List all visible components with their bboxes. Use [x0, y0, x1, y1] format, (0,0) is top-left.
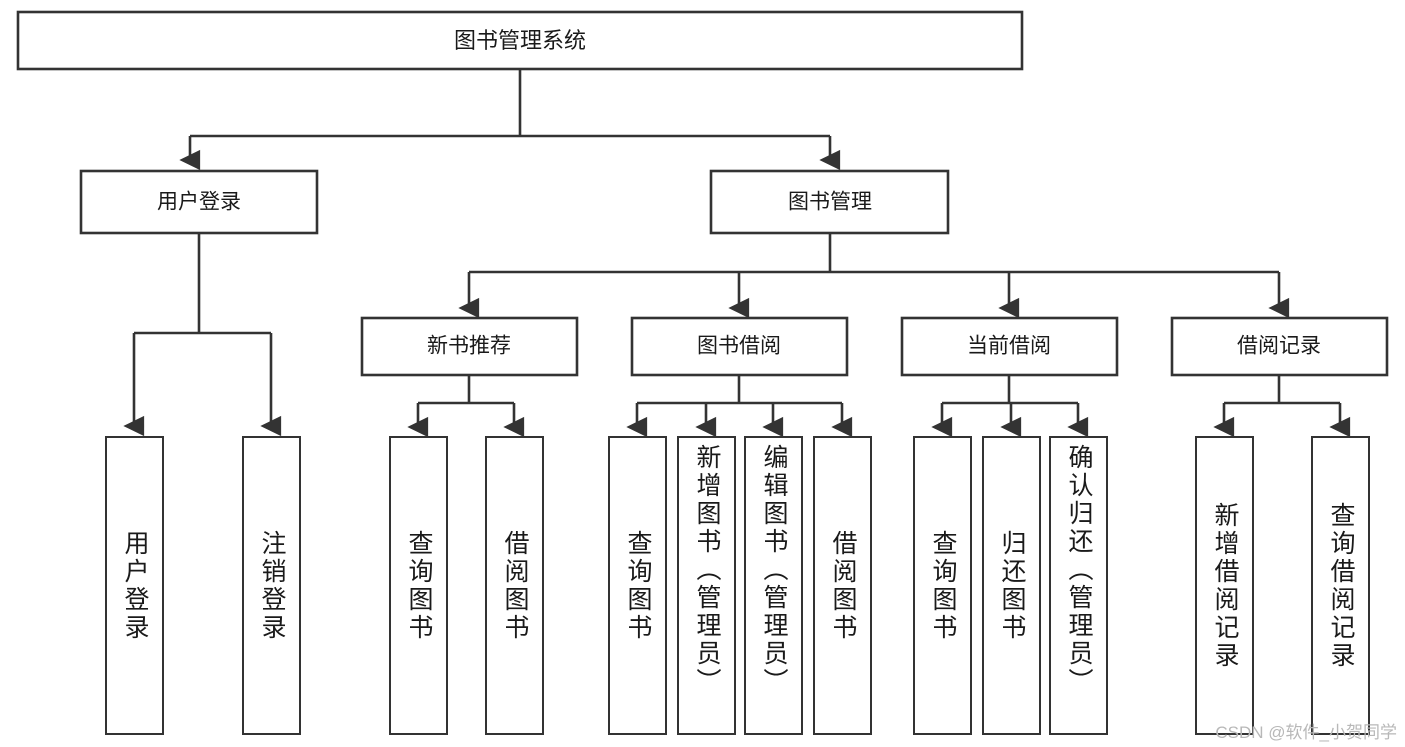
edge-root-to-level2-bus [179, 69, 841, 171]
edge-borrow-record-to-leaves [1213, 375, 1351, 438]
leaf-node-query-book-1[interactable]: 查询图书 [389, 436, 448, 735]
leaf-node-edit-book-label: 编辑图书（管理员） [760, 444, 788, 696]
leaf-node-add-book-label: 新增图书（管理员） [693, 444, 721, 696]
leaf-node-add-book[interactable]: 新增图书（管理员） [677, 436, 736, 735]
leaf-node-confirm-return[interactable]: 确认归还（管理员） [1049, 436, 1108, 735]
edge-book-borrow-to-leaves [626, 375, 853, 438]
edge-new-book-recommend-to-leaves [407, 375, 525, 438]
node-book-manage[interactable]: 图书管理 [709, 169, 950, 235]
node-book-borrow-label: 图书借阅 [697, 335, 781, 358]
node-user-login[interactable]: 用户登录 [79, 169, 319, 235]
leaf-node-query-borrow-record-label: 查询借阅记录 [1327, 501, 1355, 670]
node-user-login-label: 用户登录 [157, 191, 241, 214]
leaf-node-borrow-book-1-label: 借阅图书 [501, 529, 529, 642]
leaf-node-edit-book[interactable]: 编辑图书（管理员） [744, 436, 803, 735]
edge-book-manage-to-level3 [458, 233, 1290, 319]
leaf-node-borrow-book-2[interactable]: 借阅图书 [813, 436, 872, 735]
node-new-book-recommend-label: 新书推荐 [427, 335, 511, 358]
leaf-node-add-borrow-record-label: 新增借阅记录 [1211, 501, 1239, 670]
node-borrow-record[interactable]: 借阅记录 [1170, 316, 1389, 377]
leaf-node-query-book-3[interactable]: 查询图书 [913, 436, 972, 735]
node-borrow-record-label: 借阅记录 [1237, 335, 1321, 358]
node-new-book-recommend[interactable]: 新书推荐 [360, 316, 579, 377]
leaf-node-logout-login-label: 注销登录 [258, 529, 286, 642]
leaf-node-return-book[interactable]: 归还图书 [982, 436, 1041, 735]
leaf-node-logout-login[interactable]: 注销登录 [242, 436, 301, 735]
leaf-node-query-book-2[interactable]: 查询图书 [608, 436, 667, 735]
leaf-node-confirm-return-label: 确认归还（管理员） [1065, 444, 1093, 696]
node-current-borrow-label: 当前借阅 [967, 335, 1051, 358]
leaf-node-borrow-book-2-label: 借阅图书 [829, 529, 857, 642]
leaf-node-query-book-1-label: 查询图书 [405, 529, 433, 642]
node-book-manage-label: 图书管理 [788, 191, 872, 214]
leaf-node-query-book-3-label: 查询图书 [929, 529, 957, 642]
leaf-node-borrow-book-1[interactable]: 借阅图书 [485, 436, 544, 735]
leaf-node-query-borrow-record[interactable]: 查询借阅记录 [1311, 436, 1370, 735]
leaf-node-return-book-label: 归还图书 [998, 529, 1026, 642]
node-current-borrow[interactable]: 当前借阅 [900, 316, 1119, 377]
leaf-node-query-book-2-label: 查询图书 [624, 529, 652, 642]
leaf-node-add-borrow-record[interactable]: 新增借阅记录 [1195, 436, 1254, 735]
node-root[interactable]: 图书管理系统 [16, 10, 1024, 71]
edge-current-borrow-to-leaves [931, 375, 1089, 438]
leaf-node-user-login[interactable]: 用户登录 [105, 436, 164, 735]
node-root-label: 图书管理系统 [454, 28, 586, 53]
edge-user-login-to-leaves [123, 233, 282, 437]
leaf-node-user-login-label: 用户登录 [121, 529, 149, 642]
node-book-borrow[interactable]: 图书借阅 [630, 316, 849, 377]
